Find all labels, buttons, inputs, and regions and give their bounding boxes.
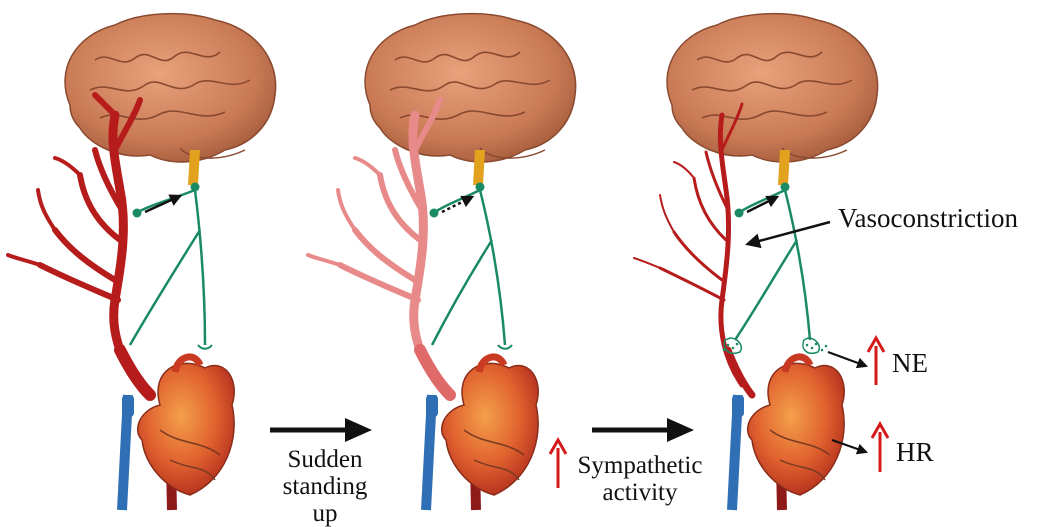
label-ne: NE <box>892 348 928 379</box>
label-vasoconstriction: Vasoconstriction <box>838 203 1018 234</box>
panel-baseline <box>8 14 276 510</box>
label-sympathetic-line1: Sympathetic <box>572 452 708 479</box>
ne-pointer <box>828 352 866 366</box>
transition-arrow-2 <box>592 418 694 442</box>
label-sudden-line2: standing up <box>270 473 380 527</box>
label-hr: HR <box>896 437 934 468</box>
ne-release-right <box>803 338 827 353</box>
label-sudden-line1: Sudden <box>270 446 380 473</box>
increase-arrow-icon <box>550 440 566 488</box>
label-sympathetic-line2: activity <box>572 479 708 506</box>
nerve-pathway <box>430 183 513 349</box>
label-sudden: Sudden standing up <box>270 446 380 527</box>
increase-arrow-icon <box>868 338 884 385</box>
heart-icon <box>732 357 844 510</box>
brain-icon <box>667 14 878 185</box>
transition-arrow-1 <box>270 418 372 442</box>
increase-arrow-icon <box>872 424 888 472</box>
vasoconstriction-pointer <box>748 222 830 244</box>
label-sympathetic: Sympathetic activity <box>572 452 708 506</box>
nerve-pathway <box>130 183 212 349</box>
nerve-pathway <box>723 183 828 354</box>
